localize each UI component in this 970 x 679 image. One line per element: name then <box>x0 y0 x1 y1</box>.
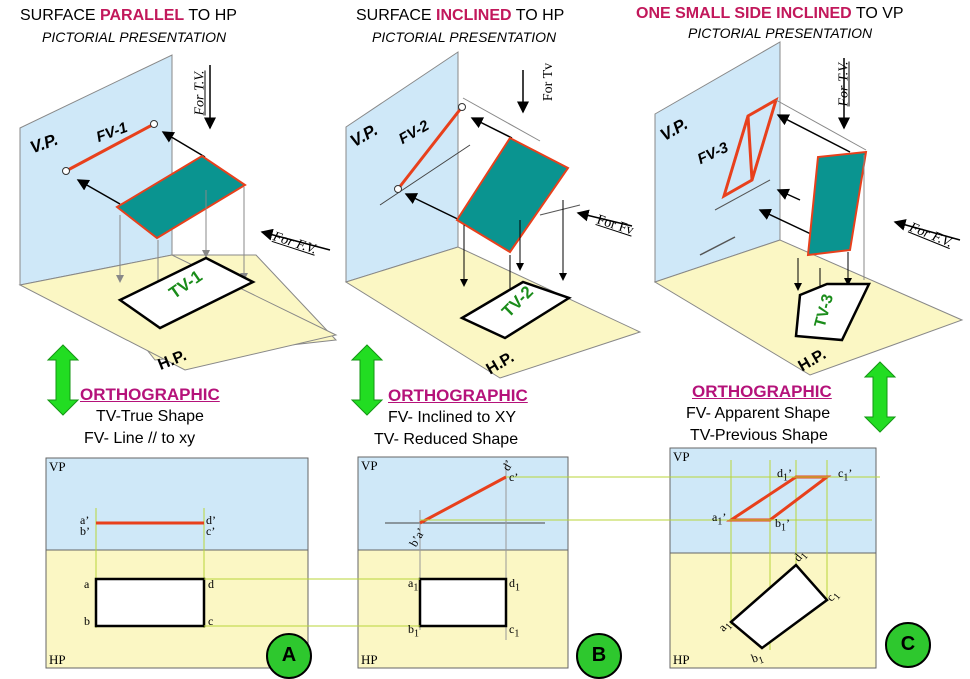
pt-label-1-dc: d’c’ <box>206 513 216 538</box>
ortho-hp-3: HP <box>673 652 690 667</box>
tv-3-shape <box>794 282 871 342</box>
ortho-desc-1a: TV-True Shape <box>96 408 204 425</box>
subtitle-col3: PICTORIAL PRESENTATION <box>688 25 873 41</box>
ortho-desc-1b: FV- Line // to xy <box>84 430 196 447</box>
title-col1: SURFACE PARALLEL TO HP <box>20 7 237 24</box>
badge-b-letter: B <box>591 644 607 666</box>
ortho-vp-2: VP <box>361 458 378 473</box>
for-tv-label-3: For T.V. <box>836 61 852 107</box>
pt-label-2-b1: b1 <box>408 622 419 640</box>
ortho-vp-1: VP <box>49 459 66 474</box>
ortho-2 <box>357 456 569 669</box>
ortho-hp-2: HP <box>361 652 378 667</box>
double-arrow-2 <box>350 344 384 416</box>
pt-label-1-b: b <box>84 614 90 628</box>
ortho-desc-2a: FV- Inclined to XY <box>388 409 517 426</box>
vp-plane-1 <box>19 54 173 286</box>
ortho-desc-3b: TV-Previous Shape <box>690 427 828 444</box>
ortho-desc-3a: FV- Apparent Shape <box>686 405 831 422</box>
ortho-desc-2b: TV- Reduced Shape <box>374 431 519 448</box>
badge-c <box>885 622 931 668</box>
pt-label-3-b1p: b1’ <box>775 516 790 534</box>
surface-1 <box>115 154 247 240</box>
ortho-3 <box>669 447 877 669</box>
tv-3-ortho <box>729 563 829 650</box>
pt-label-1-a: a <box>84 577 90 591</box>
double-arrow-3 <box>863 361 897 433</box>
pt-label-3-a1p: a1’ <box>712 510 727 528</box>
badge-a <box>266 633 312 679</box>
title-col2: SURFACE INCLINED TO HP <box>356 7 565 24</box>
subtitle-col2: PICTORIAL PRESENTATION <box>372 29 557 45</box>
pictorial-1 <box>18 54 338 371</box>
for-tv-label-2: For Tv <box>541 62 557 102</box>
subtitle-col1: PICTORIAL PRESENTATION <box>42 29 227 45</box>
surface-3 <box>806 150 868 257</box>
pt-label-1-ab: a’b’ <box>80 513 90 538</box>
pt-label-3-d1p: d1’ <box>777 466 792 484</box>
vp-plane-2 <box>345 51 459 283</box>
pt-label-1-d: d <box>208 577 214 591</box>
pt-label-1-c: c <box>208 614 214 628</box>
badge-c-letter: C <box>900 633 916 655</box>
pt-label-2-a1: a1 <box>408 576 419 594</box>
badge-a-letter: A <box>281 644 297 666</box>
pt-label-3-c1p: c1’ <box>838 466 853 484</box>
ortho-hp-1: HP <box>49 652 66 667</box>
for-tv-label-1: For T.V. <box>192 70 208 116</box>
pictorial-3 <box>653 41 964 376</box>
pt-label-2-d1: d1 <box>509 576 520 594</box>
ortho-heading-1: ORTHOGRAPHIC <box>80 385 220 404</box>
tv-1-ortho <box>94 577 206 628</box>
tv-2-shape <box>459 280 572 340</box>
ortho-heading-3: ORTHOGRAPHIC <box>692 382 832 401</box>
pictorial-2 <box>344 51 642 379</box>
ortho-vp-3: VP <box>673 449 690 464</box>
ortho-heading-2: ORTHOGRAPHIC <box>388 386 528 405</box>
tv-2-ortho <box>418 577 508 628</box>
ortho-1 <box>45 457 309 669</box>
pt-label-2-c: c’ <box>509 470 519 484</box>
surface-2 <box>455 136 570 254</box>
title-col3: ONE SMALL SIDE INCLINED TO VP <box>636 5 904 22</box>
badge-b <box>576 633 622 679</box>
tv-1-shape <box>117 256 256 330</box>
pt-label-2-c1: c1 <box>509 622 520 640</box>
double-arrow-1 <box>46 344 80 416</box>
